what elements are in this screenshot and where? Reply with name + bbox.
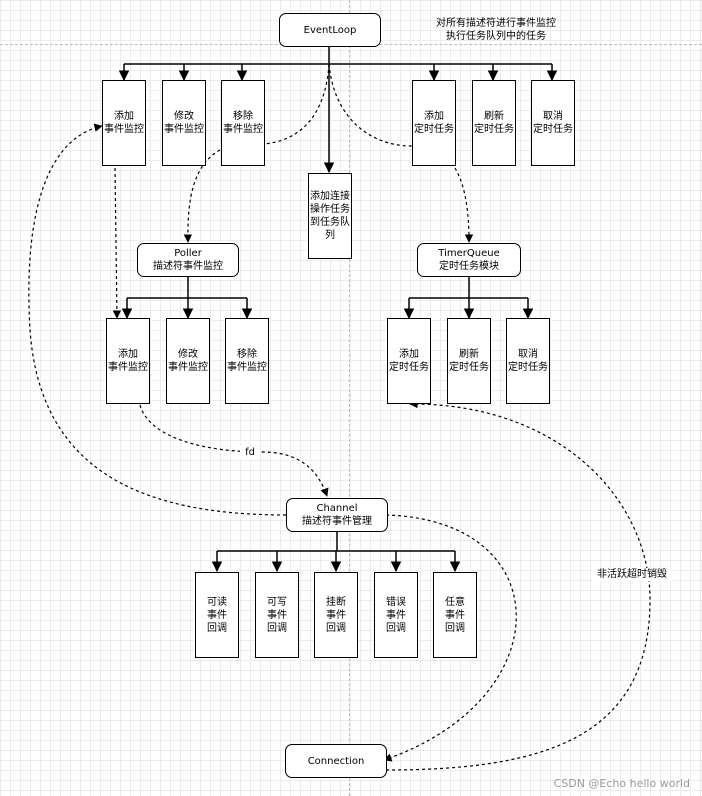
callback-line-3: 回调 xyxy=(386,622,406,634)
callback-line-1: 任意 xyxy=(445,596,465,608)
eventloop-op-refresh-timer: 刷新 定时任务 xyxy=(472,80,516,166)
timerqueue-op-add: 添加 定时任务 xyxy=(387,318,431,404)
op-label-line-1: 添加 xyxy=(118,349,138,360)
edge-dashed-channel-to-add-event xyxy=(28,123,287,516)
op-label-line-2: 定时任务 xyxy=(474,124,514,135)
callback-line-2: 事件 xyxy=(445,609,465,621)
op-label-line-2: 事件监控 xyxy=(227,362,267,373)
queue-task-line-1: 添加连接 xyxy=(310,191,350,202)
callback-line-3: 回调 xyxy=(267,622,287,634)
op-label-line-2: 事件监控 xyxy=(164,124,204,135)
callback-line-3: 回调 xyxy=(207,622,227,634)
eventloop-node: EventLoop xyxy=(279,13,381,47)
connection-node: Connection xyxy=(285,744,387,778)
op-label-line-1: 添加 xyxy=(114,111,134,122)
timerqueue-op-cancel: 取消 定时任务 xyxy=(506,318,550,404)
eventloop-op-cancel-timer: 取消 定时任务 xyxy=(531,80,575,166)
op-label-line-1: 移除 xyxy=(237,349,257,360)
edge-dashed-add-to-poller-add xyxy=(112,167,122,319)
callback-line-1: 错误 xyxy=(386,596,406,608)
op-label-line-1: 移除 xyxy=(233,111,253,122)
op-label-line-2: 定时任务 xyxy=(533,124,573,135)
channel-node: Channel 描述符事件管理 xyxy=(286,498,388,532)
edge-dashed-fd-to-channel xyxy=(139,404,329,497)
op-label-line-1: 修改 xyxy=(174,111,194,122)
eventloop-op-add-timer: 添加 定时任务 xyxy=(412,80,456,166)
op-label-line-2: 事件监控 xyxy=(104,124,144,135)
timerqueue-subtitle: 定时任务模块 xyxy=(439,261,499,272)
channel-callback-write: 可写 事件 回调 xyxy=(255,572,299,658)
eventloop-note: 对所有描述符进行事件监控 执行任务队列中的任务 xyxy=(416,17,576,43)
eventloop-op-remove-event: 移除 事件监控 xyxy=(221,80,265,166)
op-label-line-1: 取消 xyxy=(543,111,563,122)
callback-line-1: 可写 xyxy=(267,596,287,608)
op-label-line-2: 事件监控 xyxy=(108,362,148,373)
op-label-line-2: 事件监控 xyxy=(168,362,208,373)
channel-callback-hangup: 挂断 事件 回调 xyxy=(314,572,358,658)
op-label-line-2: 定时任务 xyxy=(414,124,454,135)
queue-task-line-4: 列 xyxy=(325,230,335,241)
op-label-line-2: 事件监控 xyxy=(223,124,263,135)
op-label-line-1: 刷新 xyxy=(484,111,504,122)
queue-task-line-2: 操作任务 xyxy=(310,204,350,215)
eventloop-note-line-2: 执行任务队列中的任务 xyxy=(446,31,546,42)
edge-dashed-eventloop-timer xyxy=(328,63,413,147)
callback-line-2: 事件 xyxy=(386,609,406,621)
op-label-line-1: 添加 xyxy=(399,349,419,360)
poller-node: Poller 描述符事件监控 xyxy=(137,243,239,277)
poller-op-add: 添加 事件监控 xyxy=(106,318,150,404)
callback-line-3: 回调 xyxy=(445,622,465,634)
callback-line-2: 事件 xyxy=(267,609,287,621)
channel-subtitle: 描述符事件管理 xyxy=(302,516,372,527)
watermark: CSDN @Echo hello world xyxy=(553,777,690,790)
callback-line-1: 可读 xyxy=(207,596,227,608)
poller-op-modify: 修改 事件监控 xyxy=(166,318,210,404)
callback-line-1: 挂断 xyxy=(326,596,346,608)
callback-line-3: 回调 xyxy=(326,622,346,634)
timerqueue-op-refresh: 刷新 定时任务 xyxy=(447,318,491,404)
eventloop-title: EventLoop xyxy=(303,24,357,36)
channel-callback-read: 可读 事件 回调 xyxy=(195,572,239,658)
op-label-line-2: 定时任务 xyxy=(508,362,548,373)
eventloop-note-line-1: 对所有描述符进行事件监控 xyxy=(436,18,556,29)
channel-callback-error: 错误 事件 回调 xyxy=(374,572,418,658)
op-label-line-2: 定时任务 xyxy=(389,362,429,373)
eventloop-op-modify-event: 修改 事件监控 xyxy=(162,80,206,166)
channel-title: Channel xyxy=(316,503,358,514)
op-label-line-1: 取消 xyxy=(518,349,538,360)
op-label-line-1: 添加 xyxy=(424,111,444,122)
fd-label-text: fd xyxy=(245,447,255,458)
poller-op-remove: 移除 事件监控 xyxy=(225,318,269,404)
op-label-line-1: 刷新 xyxy=(459,349,479,360)
poller-title: Poller xyxy=(174,248,202,259)
edge-dashed-to-timerqueue xyxy=(454,167,474,243)
edge-dashed-eventloop-remove xyxy=(263,63,330,145)
queue-task-node: 添加连接 操作任务 到任务队 列 xyxy=(308,173,352,259)
edge-dashed-inactive-destroy xyxy=(385,399,651,771)
op-label-line-2: 定时任务 xyxy=(449,362,489,373)
callback-line-2: 事件 xyxy=(207,609,227,621)
op-label-line-1: 修改 xyxy=(178,349,198,360)
queue-task-line-3: 到任务队 xyxy=(310,217,350,228)
channel-callback-any: 任意 事件 回调 xyxy=(433,572,477,658)
eventloop-op-add-event: 添加 事件监控 xyxy=(102,80,146,166)
edge-label-inactive-destroy: 非活跃超时销毁 xyxy=(592,568,672,581)
page-divider-vertical xyxy=(349,0,350,796)
poller-subtitle: 描述符事件监控 xyxy=(153,261,223,272)
edge-label-fd: fd xyxy=(240,446,260,459)
connection-title: Connection xyxy=(307,755,365,767)
timerqueue-node: TimerQueue 定时任务模块 xyxy=(417,243,521,277)
inactive-destroy-label-text: 非活跃超时销毁 xyxy=(597,569,667,580)
timerqueue-title: TimerQueue xyxy=(438,248,500,259)
callback-line-2: 事件 xyxy=(326,609,346,621)
